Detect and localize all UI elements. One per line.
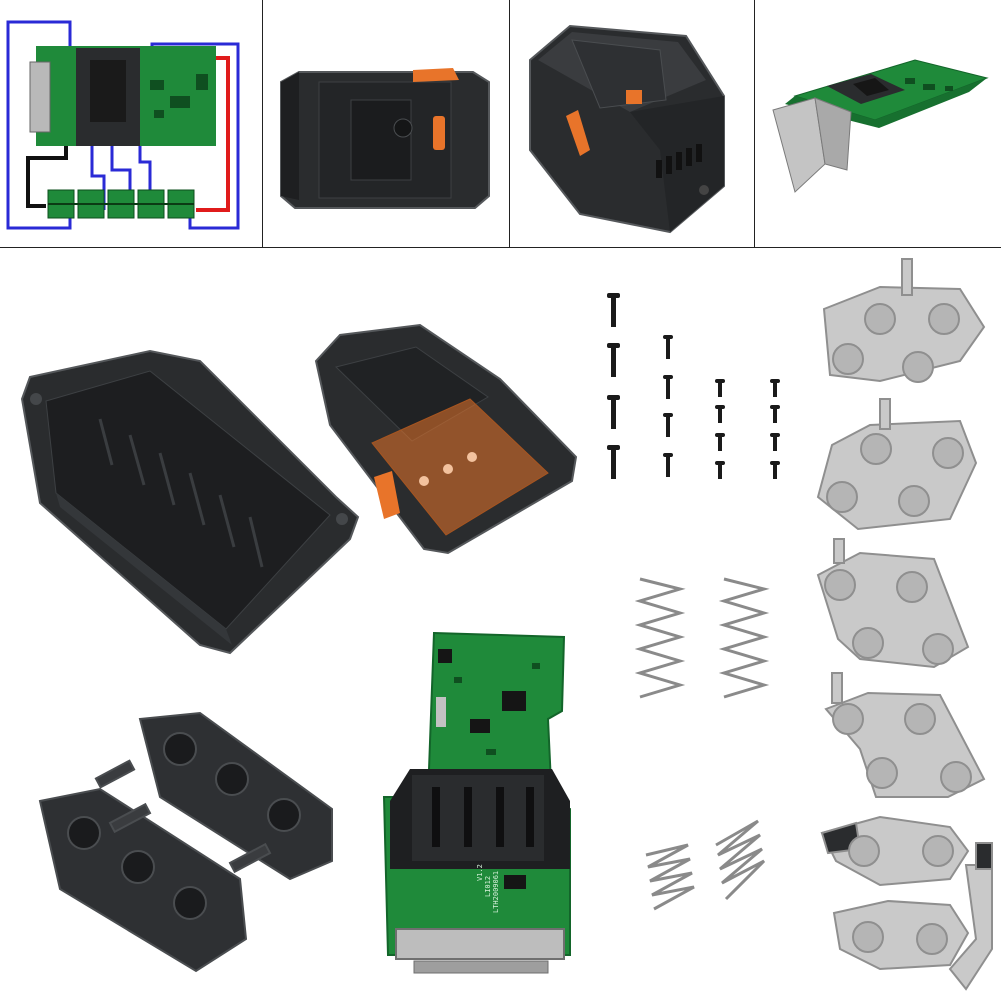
nickel-strips [816, 258, 993, 991]
pcb-marking-line1: V1.2 [476, 864, 484, 881]
wiring-diagram [6, 20, 240, 230]
screw-column-3 [715, 379, 725, 479]
screw-column-4 [770, 379, 780, 479]
nickel-strip-5 [820, 815, 970, 887]
pcb-marking-line2: LI012 [484, 876, 492, 897]
cell-holders [38, 711, 333, 973]
nickel-strip-6 [832, 842, 993, 991]
battery-3q-image [529, 24, 725, 234]
nickel-strip-3 [816, 538, 970, 669]
parts-layout: V1.2 LI012 LTH2009061 [20, 258, 993, 991]
battery-back-image [280, 68, 490, 209]
spring-2 [718, 577, 770, 699]
transparent-window [371, 398, 549, 536]
screw-column-2 [663, 335, 673, 477]
nickel-strip-4 [824, 672, 986, 798]
pcb-marking-line3: LTH2009061 [492, 871, 500, 913]
spring-1 [634, 577, 686, 699]
springs [634, 577, 770, 911]
spring-4 [715, 819, 766, 901]
nickel-strip-2 [816, 398, 978, 531]
spring-3 [645, 843, 695, 911]
pcb-connector-panel [755, 0, 1001, 248]
battery-3q-panel [510, 0, 754, 248]
protection-board: V1.2 LI012 LTH2009061 [382, 631, 571, 974]
battery-back-panel [263, 0, 509, 248]
pcb-connector-image [772, 59, 989, 193]
wiring-diagram-panel [0, 0, 262, 248]
screw-column-1 [607, 293, 620, 479]
screws [607, 293, 780, 479]
housing-top-shell [314, 323, 578, 555]
nickel-strip-1 [822, 258, 986, 383]
pcb-connector-terminal [395, 928, 565, 960]
housing-bottom-shell [20, 349, 360, 655]
